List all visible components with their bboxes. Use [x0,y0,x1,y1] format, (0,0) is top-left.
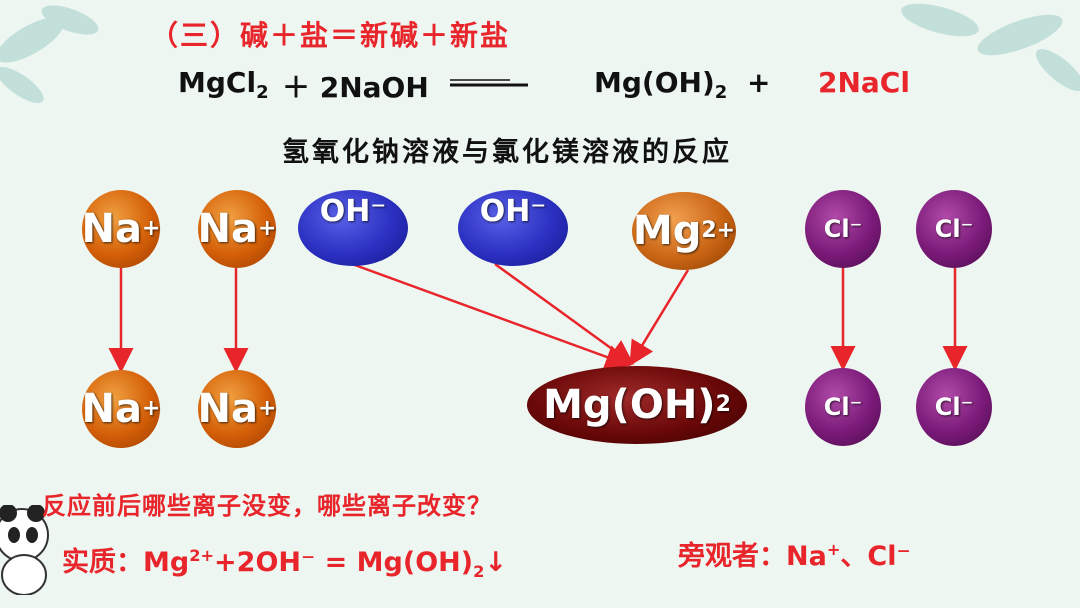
arrow-oh1 [351,262,631,369]
spectator-ions: 旁观者：Na+、Cl⁻ [678,540,911,572]
oh-ion-1: OH⁻ [298,190,408,266]
cl-ion-bottom-2: Cl⁻ [916,368,992,446]
na-ion-bottom-1: Na+ [82,370,160,448]
question-text: 反应前后哪些离子没变，哪些离子改变？ [42,492,492,520]
arrow-mg [629,269,690,367]
reactant-mgcl2: MgCl2 [178,66,269,103]
oh-ion-2: OH⁻ [458,190,568,266]
product-mgoh2: Mg(OH)2 [594,66,728,103]
na-ion-bottom-2: Na+ [198,370,276,448]
na-ion-top-1: Na+ [82,190,160,268]
na-ion-top-2: Na+ [198,190,276,268]
section-title: （三）碱＋盐＝新碱＋新盐 [150,19,511,52]
reaction-subtitle: 氢氧化钠溶液与氯化镁溶液的反应 [282,137,732,168]
mgoh2-precipitate: Mg(OH)2 [527,366,747,444]
essence-equation: 实质：Mg2++2OH⁻ = Mg(OH)2↓ [62,546,507,581]
reactant-naoh: ＋ 2NaOH [282,71,429,104]
arrow-oh2 [494,262,635,365]
equation-plus: + [747,66,771,99]
cl-ion-top-1: Cl⁻ [805,190,881,268]
product-nacl: 2NaCl [818,66,910,99]
cl-ion-top-2: Cl⁻ [916,190,992,268]
cl-ion-bottom-1: Cl⁻ [805,368,881,446]
